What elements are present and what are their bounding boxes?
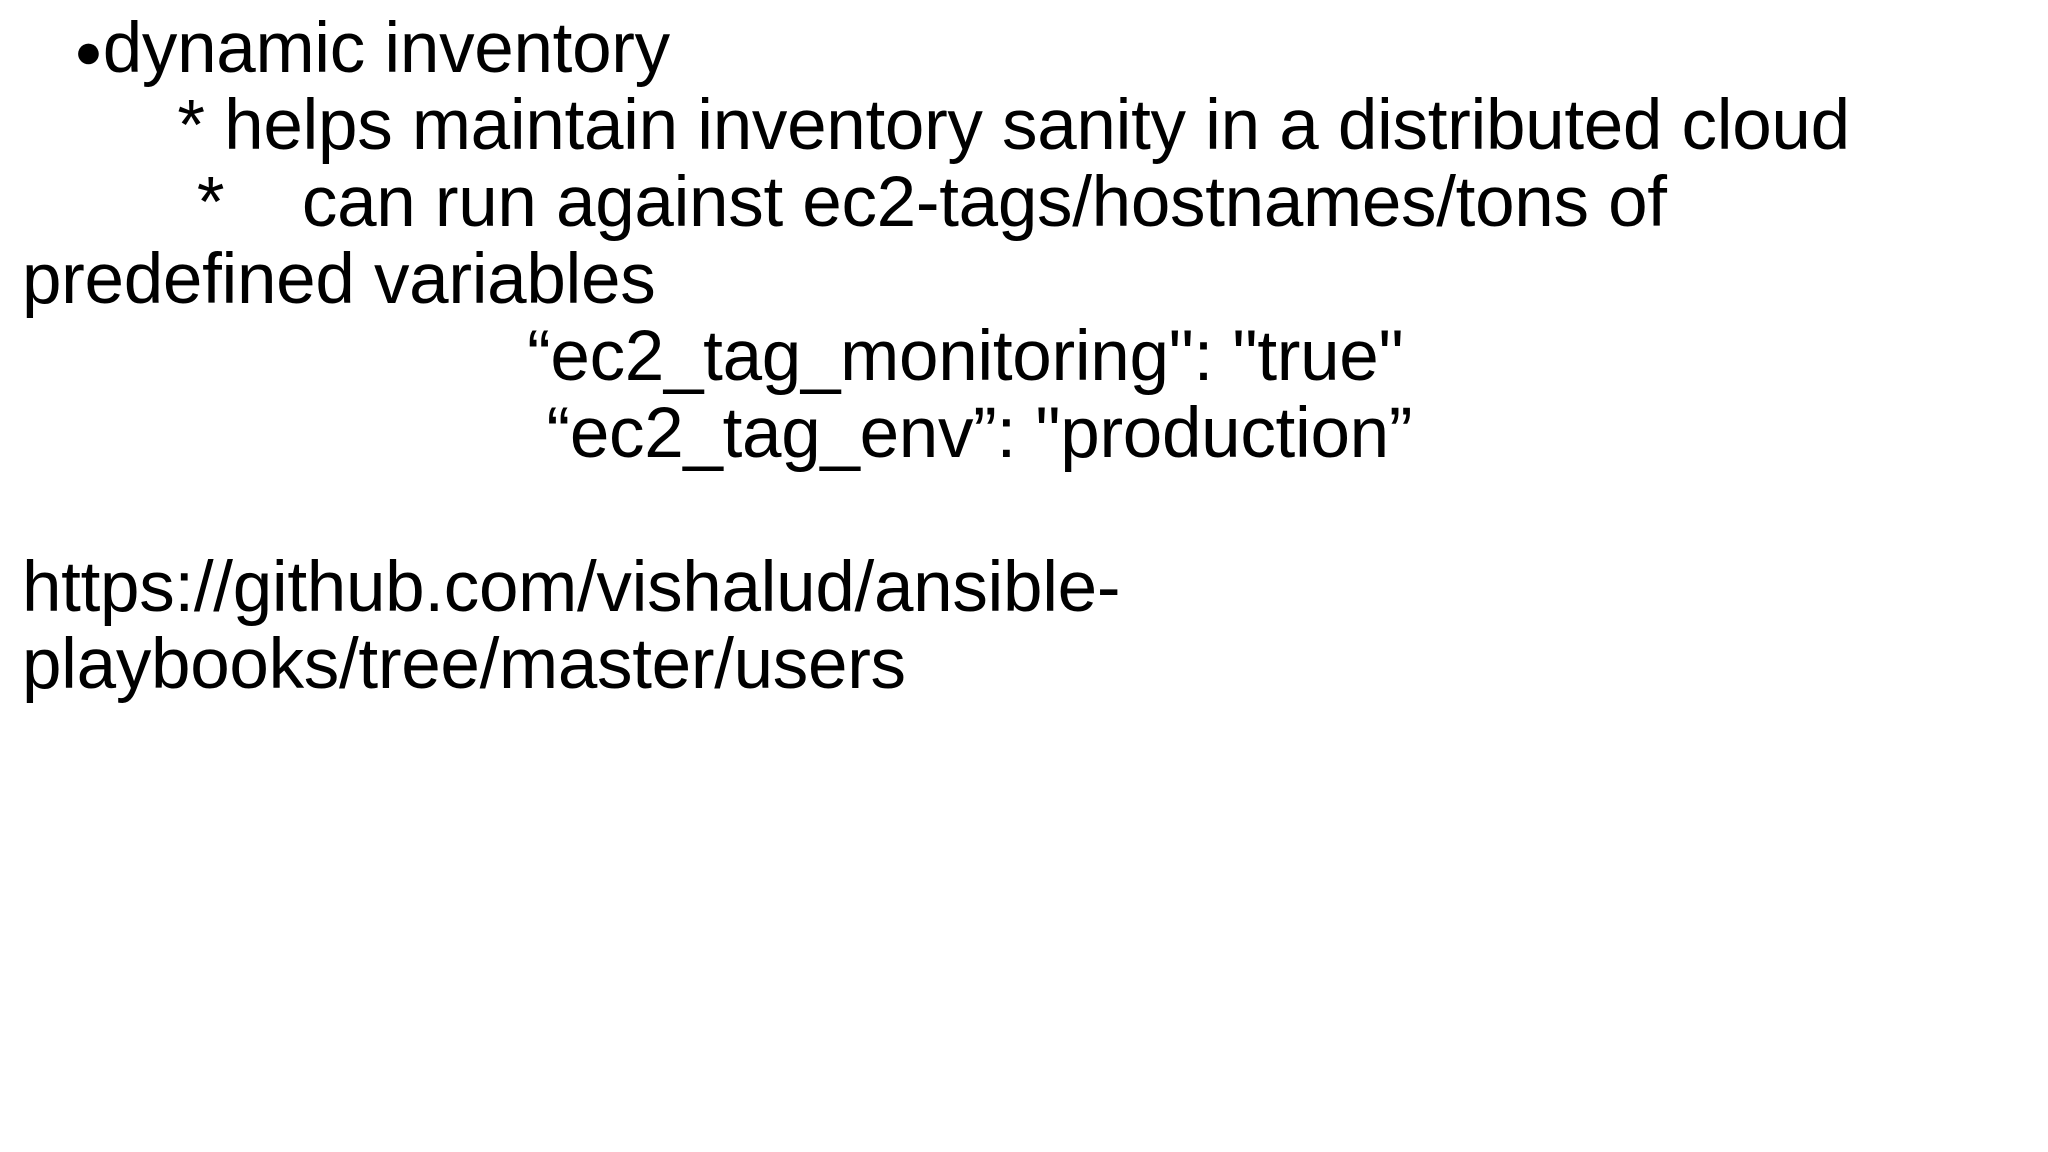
sub-item-helps-maintain-inventory-sanity: * helps maintain inventory sanity in a d… — [22, 86, 1850, 165]
bullet-point-icon: ● — [74, 25, 103, 79]
blank-spacer-line — [22, 472, 1922, 549]
bullet-item-label: dynamic inventory — [102, 9, 670, 88]
code-line-ec2-tag-monitoring: “ec2_tag_monitoring": "true" — [22, 317, 1404, 396]
sub-item-can-run-against-ec2-tags: * can run against ec2-tags/hostnames/ton… — [22, 163, 1687, 319]
bullet-list-item-dynamic-inventory: ●dynamic inventory — [22, 10, 1922, 87]
code-line-ec2-tag-env: “ec2_tag_env”: "production” — [22, 394, 1413, 473]
github-repository-url: https://github.com/vishalud/ansible-play… — [22, 548, 1121, 704]
slide-text-block: ●dynamic inventory * helps maintain inve… — [22, 10, 1922, 703]
